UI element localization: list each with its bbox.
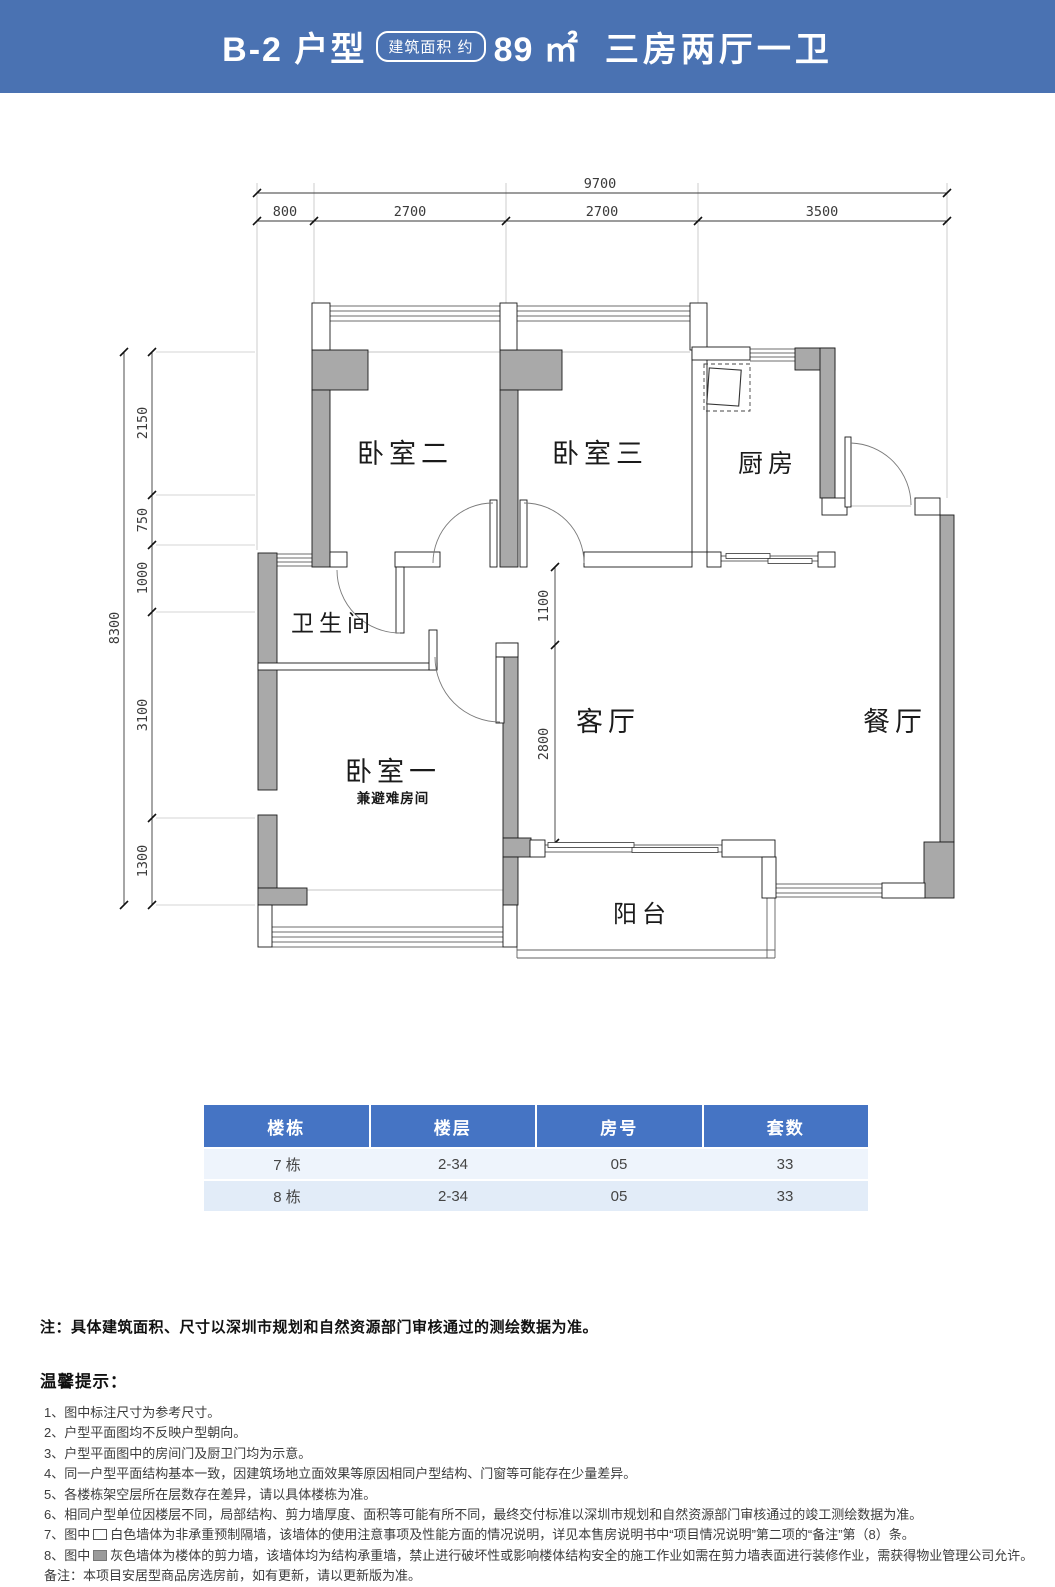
page-header: B-2 户型 建筑面积 约 89 ㎡ 三房两厅一卫: [0, 0, 1055, 93]
room-labels: 卧室二 卧室三 厨房 卫生间 卧室一 兼避难房间 客厅 餐厅 阳台: [291, 439, 927, 928]
table-row: 8 栋 2-34 05 33: [204, 1181, 868, 1211]
tip-item-6: 6、相同户型单位因楼层不同，局部结构、剪力墙厚度、面积等可能有所不同，最终交付标…: [44, 1507, 923, 1523]
kitchen-label: 厨房: [738, 449, 798, 478]
tip-item-8: 8、图中 灰色墙体为楼体的剪力墙，该墙体均为结构承重墙，禁止进行破坏性或影响楼体结…: [44, 1546, 1034, 1566]
dim-h4: 3100: [135, 699, 151, 732]
bathroom-door-leaf: [395, 566, 405, 634]
dim-total-width: 9700: [584, 176, 617, 192]
bedroom3-door-leaf: [519, 499, 528, 568]
tip-8-text: 灰色墙体为楼体的剪力墙，该墙体均为结构承重墙，禁止进行破坏性或影响楼体结构安全的…: [110, 1547, 1034, 1563]
extension-lines: [156, 183, 948, 906]
dim-h1: 2150: [135, 407, 151, 440]
door-arcs: [336, 442, 912, 723]
table-row: 7 栋 2-34 05 33: [204, 1149, 868, 1179]
floor-plan: 9700 800 2700 2700 3500 8300 2150 750 10…: [107, 176, 955, 959]
tips-list: 1、图中标注尺寸为参考尺寸。 2、户型平面图均不反映户型朝向。 3、户型平面图中…: [44, 1403, 1034, 1587]
dim-total-height: 8300: [107, 612, 123, 645]
white-wall-legend-swatch: [93, 1529, 108, 1541]
dim-w3: 2700: [586, 204, 619, 220]
dimension-ticks: [119, 188, 952, 910]
dim-hall: 1100: [536, 590, 552, 623]
balcony-label: 阳台: [613, 900, 671, 928]
dim-w1: 800: [273, 204, 297, 220]
cell-room-8: 05: [610, 1187, 628, 1205]
tip-item-1: 1、图中标注尺寸为参考尺寸。: [44, 1405, 221, 1420]
col-floor: 楼层: [371, 1105, 537, 1147]
kitchen-sliding-door: [721, 553, 818, 564]
white-walls: [257, 302, 941, 948]
area-value: 89 ㎡: [493, 31, 579, 69]
kitchen-window: [750, 348, 795, 362]
shear-walls: [257, 347, 955, 906]
cell-floor-8: 2-34: [437, 1187, 469, 1205]
kitchen-flue: [703, 363, 751, 412]
bathroom-window: [277, 553, 315, 567]
bathroom-label: 卫生间: [291, 611, 375, 637]
bedroom2-window: [330, 305, 500, 322]
unit-subtitle: 三房两厅一卫: [604, 31, 833, 69]
dim-living: 2800: [536, 728, 552, 761]
cell-building-8: 8 栋: [273, 1188, 301, 1206]
tip-item-5: 5、各楼栋架空层所在层数存在差异，请以具体楼栋为准。: [44, 1486, 377, 1502]
cell-room-7: 05: [610, 1155, 628, 1173]
entry-door-arc: [850, 442, 912, 506]
tip-item-7: 7、图中 白色墙体为非承重预制隔墙，该墙体的使用注意事项及性能方面的情况说明，详见…: [44, 1525, 1034, 1545]
dining-window: [775, 883, 882, 898]
sliding-doors: [545, 553, 818, 853]
cell-count-8: 33: [776, 1187, 794, 1205]
bedroom2-door-arc: [432, 502, 494, 564]
bedroom2-label: 卧室二: [357, 439, 453, 470]
gray-wall-legend-swatch: [93, 1549, 108, 1561]
bedroom3-label: 卧室三: [552, 439, 648, 470]
cell-building-7: 7 栋: [273, 1156, 301, 1174]
col-room-no: 房号: [537, 1105, 704, 1147]
bedroom3-window: [517, 305, 690, 322]
door-leaves: [395, 436, 852, 724]
tip-7-prefix: 7、图中: [44, 1527, 91, 1543]
tip-remark: 备注：本项目安居型商品房选房前，如有更新，请以更新版为准。: [44, 1568, 422, 1584]
col-building: 楼栋: [204, 1105, 371, 1147]
windows: [272, 305, 882, 948]
dim-h2: 750: [135, 508, 151, 532]
col-unit-count: 套数: [766, 1118, 805, 1138]
cell-floor-7: 2-34: [437, 1155, 469, 1173]
balcony-sliding-door: [545, 842, 722, 853]
bedroom1-bay-window: [272, 926, 503, 948]
unit-table: 楼栋 楼层 房号 套数 7 栋 2-34 05 33 8 栋 2-34 05 3…: [204, 1105, 868, 1211]
bedroom1-door-arc: [434, 656, 501, 723]
doors: [336, 436, 912, 724]
tip-item-2: 2、户型平面图均不反映户型朝向。: [44, 1425, 247, 1441]
living-label: 客厅: [576, 707, 640, 738]
dimension-lines: [123, 192, 947, 905]
bathroom-door-arc: [336, 569, 401, 634]
dim-h3: 1000: [135, 562, 151, 595]
tip-item-3: 3、户型平面图中的房间门及厨卫门均为示意。: [44, 1445, 312, 1461]
tip-8-prefix: 8、图中: [44, 1547, 91, 1563]
tip-item-4: 4、同一户型平面结构基本一致，因建筑场地立面效果等原因相同户型结构、门窗等可能存…: [44, 1466, 637, 1482]
entry-door-leaf: [844, 436, 852, 508]
dimension-labels: 9700 800 2700 2700 3500 8300 2150 750 10…: [107, 176, 838, 877]
area-badge: 建筑面积 约: [376, 31, 486, 62]
balcony-railing: [516, 898, 776, 959]
bedroom2-door-leaf: [489, 499, 498, 568]
tip-7-text: 白色墙体为非承重预制隔墙，该墙体的使用注意事项及性能方面的情况说明，详见本售房说…: [110, 1527, 915, 1543]
survey-note: 注：具体建筑面积、尺寸以深圳市规划和自然资源部门审核通过的测绘数据为准。: [40, 1319, 599, 1336]
bedroom3-door-arc: [523, 502, 585, 564]
table-header-row: 楼栋 楼层 房号 套数: [204, 1105, 868, 1147]
dim-h5: 1300: [135, 845, 151, 878]
dim-w4: 3500: [806, 204, 839, 220]
bedroom1-label: 卧室一: [345, 757, 441, 788]
bedroom1-sublabel: 兼避难房间: [357, 790, 430, 807]
dining-label: 餐厅: [863, 707, 927, 738]
dim-w2: 2700: [394, 204, 427, 220]
tips-title: 温馨提示：: [40, 1373, 128, 1391]
cell-count-7: 33: [776, 1155, 794, 1173]
bedroom1-door-leaf: [495, 656, 505, 724]
unit-title: B-2 户型: [222, 31, 367, 69]
